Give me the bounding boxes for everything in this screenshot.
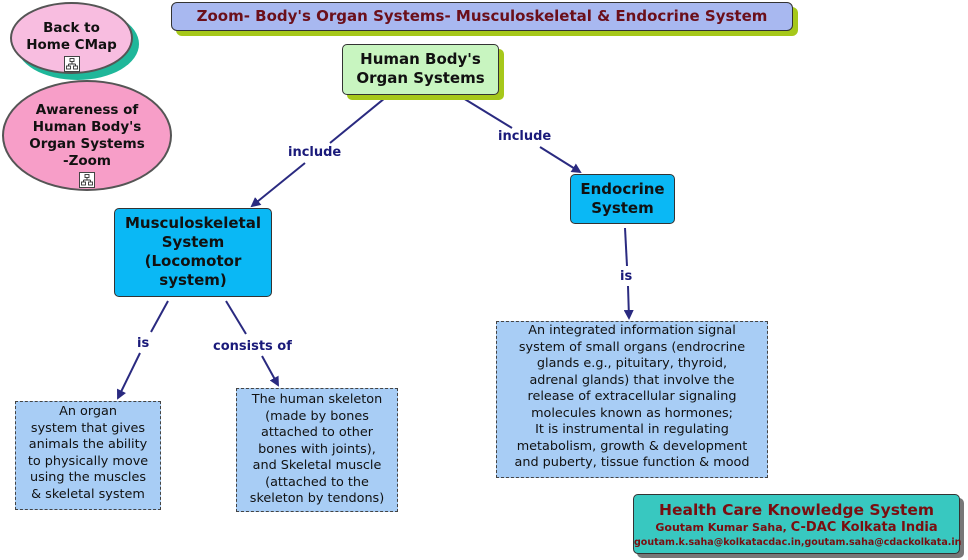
- description-line: and Skeletal muscle: [252, 458, 382, 473]
- concept-line: System: [591, 199, 654, 217]
- arrow-include-right-to-endo: [539, 146, 582, 174]
- footer-author-line: Goutam Kumar Saha, C-DAC Kolkata India: [634, 520, 959, 536]
- footer-title: Health Care Knowledge System: [659, 501, 934, 519]
- description-line: using the muscles: [29, 470, 147, 485]
- description-organ-system[interactable]: An organ system that gives animals the a…: [15, 401, 161, 510]
- description-line: animals the ability: [28, 437, 148, 452]
- description-line: An integrated information signal: [528, 323, 736, 338]
- concept-line: System: [161, 233, 225, 251]
- arrow-msk-to-is: [150, 300, 169, 333]
- concept-line: Human Body's: [360, 50, 481, 68]
- description-line: release of extracellular signaling: [527, 389, 737, 404]
- arrow-include-left-to-msk: [250, 162, 306, 208]
- description-line: skeleton by tendons): [249, 491, 385, 506]
- description-line: The human skeleton: [251, 392, 383, 407]
- footer-health-care-knowledge-system: Health Care Knowledge System Goutam Kuma…: [633, 494, 962, 554]
- description-line: system of small organs (endrocrine: [518, 339, 746, 355]
- description-line: metabolism, growth & development: [516, 438, 748, 454]
- footer-email: goutam.k.saha@kolkatacdac.in,goutam.saha…: [634, 537, 962, 548]
- link-label-consists-of: consists of: [213, 339, 292, 355]
- awareness-line3: Organ Systems: [29, 136, 145, 152]
- concept-endocrine-system[interactable]: Endocrine System: [570, 174, 675, 224]
- arrow-is-to-d3: [623, 285, 634, 320]
- footer-org: C-DAC Kolkata India: [790, 520, 938, 535]
- awareness-zoom-button[interactable]: Awareness of Human Body's Organ Systems …: [2, 80, 172, 191]
- description-line: & skeletal system: [31, 486, 145, 502]
- arrow-is-to-d1: [117, 352, 141, 400]
- concept-line: system): [159, 271, 227, 289]
- awareness-line1: Awareness of: [35, 102, 139, 118]
- awareness-line4: -Zoom: [62, 153, 111, 169]
- description-line: (attached to the: [265, 474, 369, 490]
- description-line: glands e.g., pituitary, thyroid,: [536, 356, 728, 371]
- description-line: It is instrumental in regulating: [535, 422, 729, 437]
- arrow-endo-to-is: [624, 227, 628, 267]
- page-title: Zoom- Body's Organ Systems- Musculoskele…: [171, 2, 793, 31]
- concept-line: (Locomotor: [144, 252, 242, 270]
- link-label-include-left: include: [288, 145, 342, 161]
- back-to-home-cmap-button[interactable]: Back to Home CMap: [10, 2, 133, 74]
- description-line: adrenal glands) that involve the: [529, 372, 735, 388]
- cmap-link-icon[interactable]: [63, 56, 80, 72]
- link-label-is-left: is: [137, 336, 150, 352]
- description-line: and puberty, tissue function & mood: [514, 455, 750, 470]
- arrow-root-to-include-right: [462, 97, 513, 129]
- arrow-root-to-include-left: [329, 97, 386, 144]
- description-endocrine[interactable]: An integrated information signal system …: [496, 321, 768, 478]
- arrow-consists-to-d2: [261, 355, 279, 387]
- back-home-line2: Home CMap: [26, 37, 117, 53]
- link-label-include-right: include: [498, 129, 552, 145]
- description-line: to physically move: [27, 453, 149, 469]
- description-line: system that gives: [30, 420, 146, 436]
- description-line: attached to other: [261, 425, 373, 440]
- description-human-skeleton[interactable]: The human skeleton (made by bones attach…: [236, 388, 398, 512]
- link-label-is-right: is: [620, 269, 633, 285]
- awareness-line2: Human Body's: [32, 119, 142, 135]
- concept-line: Musculoskeletal: [125, 214, 261, 232]
- concept-line: Organ Systems: [356, 69, 485, 87]
- back-home-line1: Back to: [43, 20, 100, 36]
- description-line: molecules known as hormones;: [531, 405, 733, 421]
- concept-line: Endocrine: [580, 180, 665, 198]
- concept-musculoskeletal-system[interactable]: Musculoskeletal System (Locomotor system…: [114, 208, 272, 297]
- description-line: An organ: [59, 404, 117, 419]
- cmap-link-icon[interactable]: [79, 172, 95, 188]
- footer-author: Goutam Kumar Saha,: [655, 521, 787, 534]
- description-line: bones with joints),: [258, 441, 376, 457]
- description-line: (made by bones: [265, 408, 369, 424]
- concept-human-body-organ-systems[interactable]: Human Body's Organ Systems: [342, 44, 499, 95]
- arrow-msk-to-consists: [225, 300, 247, 335]
